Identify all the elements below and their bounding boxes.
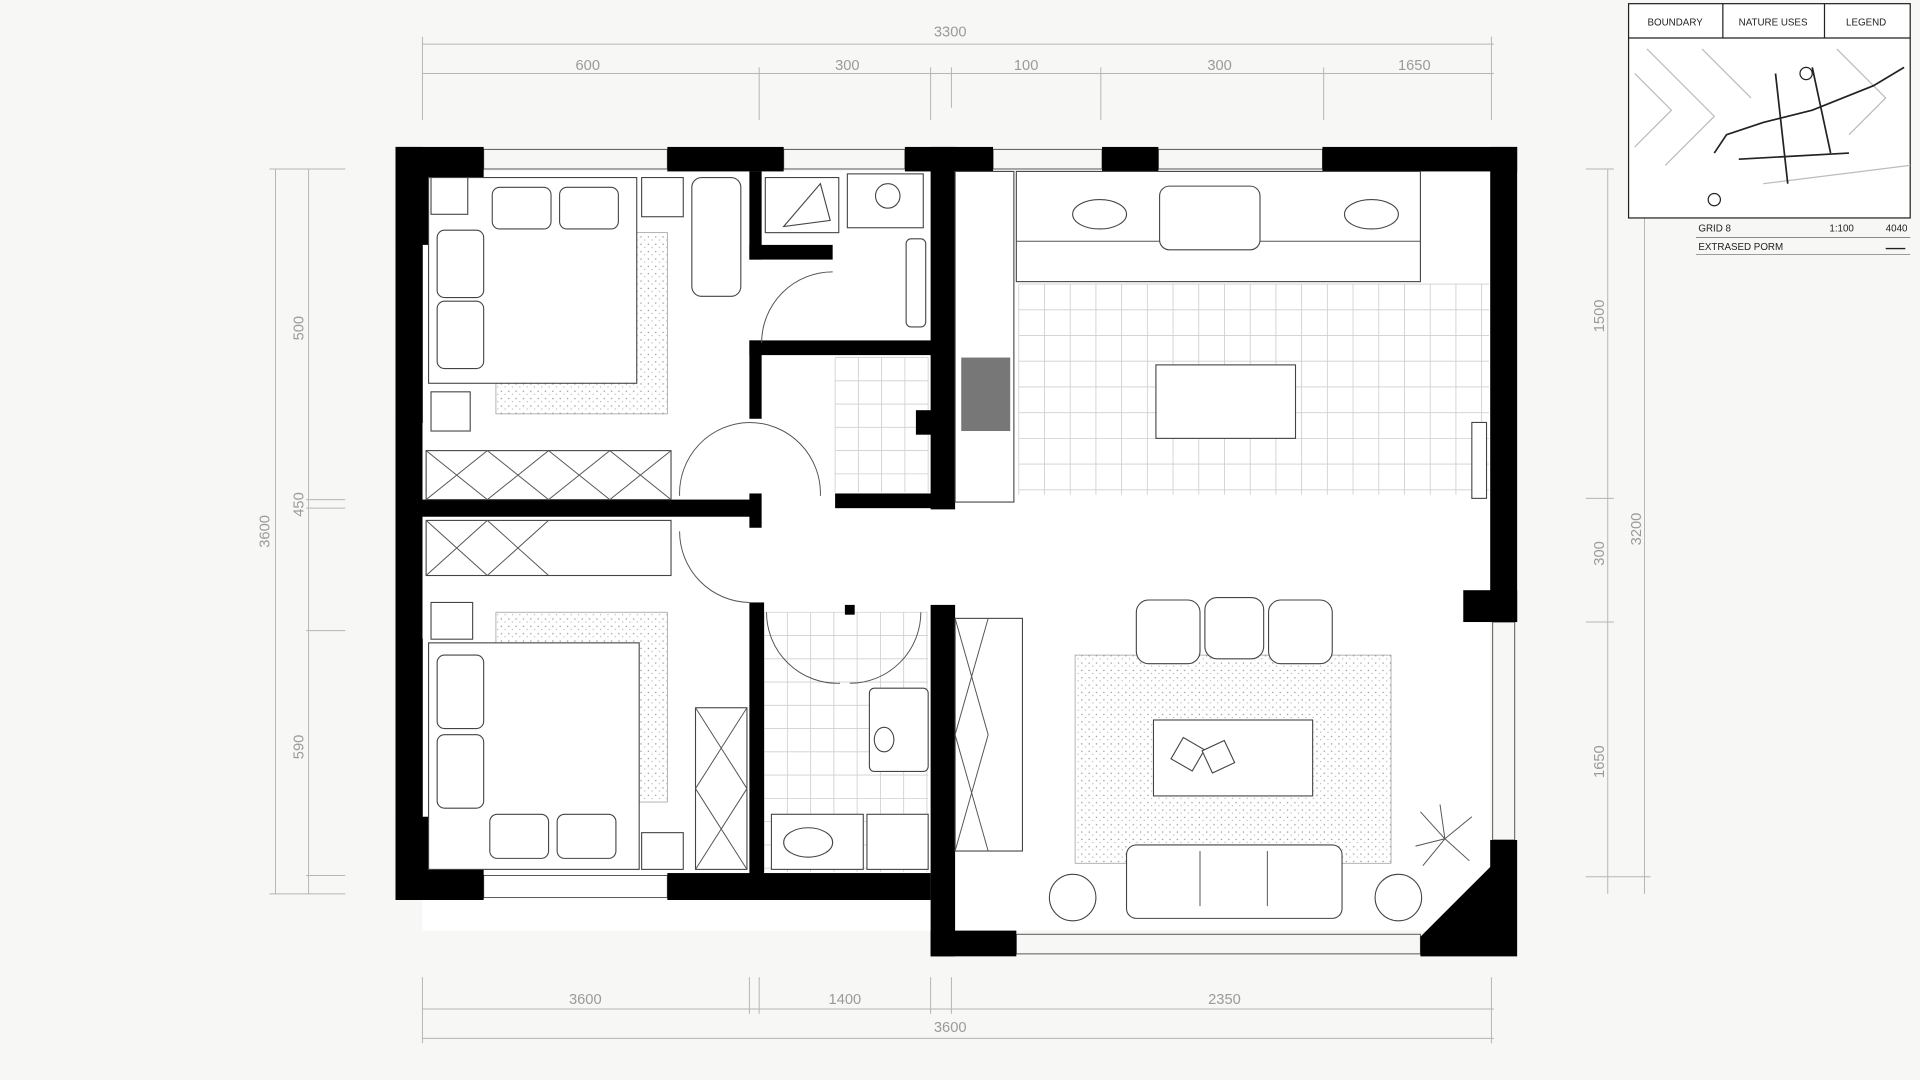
cooktop: [961, 357, 1011, 432]
cabinet: [866, 813, 929, 870]
sink: [1072, 199, 1128, 230]
dim-top-5: 1650: [1398, 58, 1431, 74]
nightstand: [430, 177, 469, 215]
dim-left-1: 500: [292, 316, 308, 341]
key-map: BOUNDARY NATURE USES LEGEND GRID 8 1:100…: [1627, 3, 1911, 256]
key-map-row2-label: EXTRASED PORM: [1698, 242, 1783, 253]
wardrobe[interactable]: [425, 519, 672, 577]
pillow: [436, 734, 485, 809]
window: [783, 148, 906, 170]
side-counter: [954, 170, 1015, 503]
bedroom-bottom: [425, 519, 748, 870]
closet[interactable]: [694, 707, 748, 870]
window: [1157, 148, 1323, 170]
toilet-bowl: [873, 726, 895, 753]
nightstand: [430, 391, 471, 432]
kitchen-tile-floor: [1018, 283, 1489, 495]
door-swing: [679, 531, 750, 603]
key-map-header-1: BOUNDARY: [1647, 18, 1703, 29]
extension-lines: [421, 36, 1492, 120]
key-map-row1-mid: 1:100: [1829, 223, 1854, 234]
pillow: [556, 813, 617, 859]
door-swing: [766, 612, 922, 684]
window: [483, 148, 668, 170]
pillow: [436, 300, 485, 370]
walls: [395, 146, 1518, 957]
key-map-row1-value: 4040: [1886, 223, 1908, 234]
plant-icon: [1415, 804, 1473, 867]
book: [1170, 736, 1206, 772]
dim-left-2: 450: [292, 492, 308, 517]
dim-top-3: 100: [1014, 58, 1039, 74]
sink: [782, 182, 831, 228]
dim-right-total: 3200: [1629, 513, 1645, 546]
armchair[interactable]: [1135, 599, 1201, 665]
key-map-header-2: NATURE USES: [1739, 18, 1808, 29]
side-table: [1048, 873, 1097, 922]
dim-left-total: 3600: [257, 515, 273, 548]
armchair[interactable]: [1268, 599, 1333, 665]
key-map-header-3: LEGEND: [1846, 18, 1886, 29]
pillow: [436, 654, 485, 730]
left-dimensions: 3600 500 450 590: [257, 168, 346, 895]
armchairs: [1135, 597, 1333, 665]
dim-bottom-3: 2350: [1208, 992, 1241, 1008]
pillow: [491, 186, 552, 230]
window: [1015, 933, 1421, 955]
door-swing: [679, 421, 821, 496]
dim-top-1: 600: [575, 58, 600, 74]
doors: [679, 271, 922, 684]
dim-right-3: 1650: [1592, 745, 1608, 778]
living-room: [954, 597, 1473, 922]
nightstand: [641, 832, 684, 870]
bathrooms: [764, 173, 929, 870]
dim-bottom-2: 1400: [829, 992, 862, 1008]
dim-right-1: 1500: [1592, 300, 1608, 333]
dim-top-total: 3300: [934, 25, 967, 41]
dim-bottom-total: 3600: [934, 1020, 967, 1036]
dim-bottom-1: 3600: [569, 992, 602, 1008]
toilet-icon: [874, 183, 901, 209]
wall-shelf: [1471, 421, 1488, 499]
armchair[interactable]: [1204, 597, 1265, 660]
site-map-drawing: [1634, 48, 1911, 207]
window: [1492, 621, 1516, 841]
dim-right-2: 300: [1592, 541, 1608, 566]
book: [1201, 739, 1236, 774]
bottom-dimensions: 3600 1400 2350 3600: [421, 977, 1494, 1044]
pillow: [489, 813, 550, 859]
double-sink: [1159, 185, 1261, 251]
bedroom-top: [425, 177, 742, 501]
right-dimensions: 1500 300 1650 3200: [1585, 168, 1651, 894]
kitchen-island[interactable]: [1155, 364, 1297, 439]
dim-top-4: 300: [1207, 58, 1232, 74]
side-table: [1374, 873, 1423, 922]
pillow: [436, 229, 485, 299]
pillow: [559, 186, 619, 230]
window: [992, 148, 1103, 170]
sofa[interactable]: [1125, 844, 1343, 919]
sink: [1343, 199, 1399, 230]
dim-left-3: 590: [292, 735, 308, 760]
nightstand: [430, 601, 474, 640]
dresser: [691, 177, 742, 297]
key-map-row1-label: GRID 8: [1698, 223, 1731, 234]
kitchen: [954, 170, 1488, 503]
top-dimensions: 3300 600 300 100 300 1650: [421, 25, 1494, 120]
wardrobe[interactable]: [425, 450, 672, 501]
towel-rack: [905, 238, 927, 328]
basin: [783, 827, 834, 858]
nightstand: [641, 177, 684, 218]
dim-top-2: 300: [835, 58, 860, 74]
door-swing: [761, 271, 833, 343]
